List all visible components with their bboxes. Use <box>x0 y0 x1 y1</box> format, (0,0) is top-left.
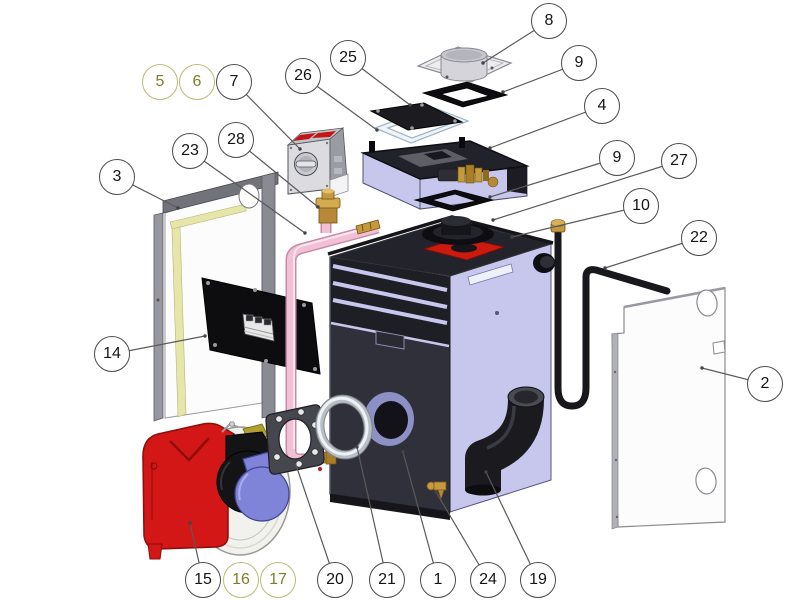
leader-lines <box>111 20 766 581</box>
leader-line-4 <box>489 105 603 149</box>
burner-flange <box>265 404 325 475</box>
panel-oval-hole <box>696 289 718 317</box>
panel-notch <box>712 340 726 355</box>
leader-line-20 <box>294 461 336 581</box>
leader-line-9 <box>502 62 580 93</box>
left-side-panel <box>153 171 279 422</box>
right-side-panel <box>611 286 726 530</box>
baffle-slat <box>332 298 448 325</box>
top-cover <box>360 137 530 210</box>
cover-fitting <box>437 164 499 188</box>
flue-gasket-top <box>421 81 509 108</box>
leader-line-21 <box>356 446 388 581</box>
side-slot <box>467 263 514 286</box>
drain-valve <box>426 481 447 500</box>
leader-line-23 <box>189 150 306 234</box>
chimney-collar <box>416 46 513 83</box>
leader-line-1 <box>402 451 439 581</box>
leader-line-10 <box>511 205 642 238</box>
leader-line-7 <box>233 81 301 150</box>
insulation-strip-side <box>171 226 187 418</box>
air-vent-valve <box>315 188 341 224</box>
leader-line-9 <box>489 157 618 198</box>
flange-gasket <box>315 394 373 460</box>
front-recess <box>375 330 405 350</box>
leader-line-25 <box>347 57 411 106</box>
leader-line-22 <box>604 237 700 269</box>
burner <box>142 421 291 560</box>
leader-line-27 <box>492 160 680 221</box>
insulation-strip-top <box>169 203 247 230</box>
cleanout-plate <box>369 102 464 131</box>
leader-line-8 <box>482 20 550 64</box>
pipe-valve <box>355 219 381 235</box>
leader-line-26 <box>302 75 378 131</box>
boiler-body <box>327 215 555 520</box>
leader-line-3 <box>116 176 179 209</box>
sensor-pocket <box>369 141 375 152</box>
control-box <box>286 127 349 198</box>
flue-elbow-pipe <box>465 386 545 496</box>
panel-top-rail <box>162 171 279 214</box>
sensor-pocket <box>459 137 465 148</box>
baffle-slat <box>332 281 448 309</box>
baffle-slat <box>332 264 448 292</box>
flue-gasket-bottom <box>413 189 495 212</box>
panel-oval-hole <box>695 467 717 495</box>
